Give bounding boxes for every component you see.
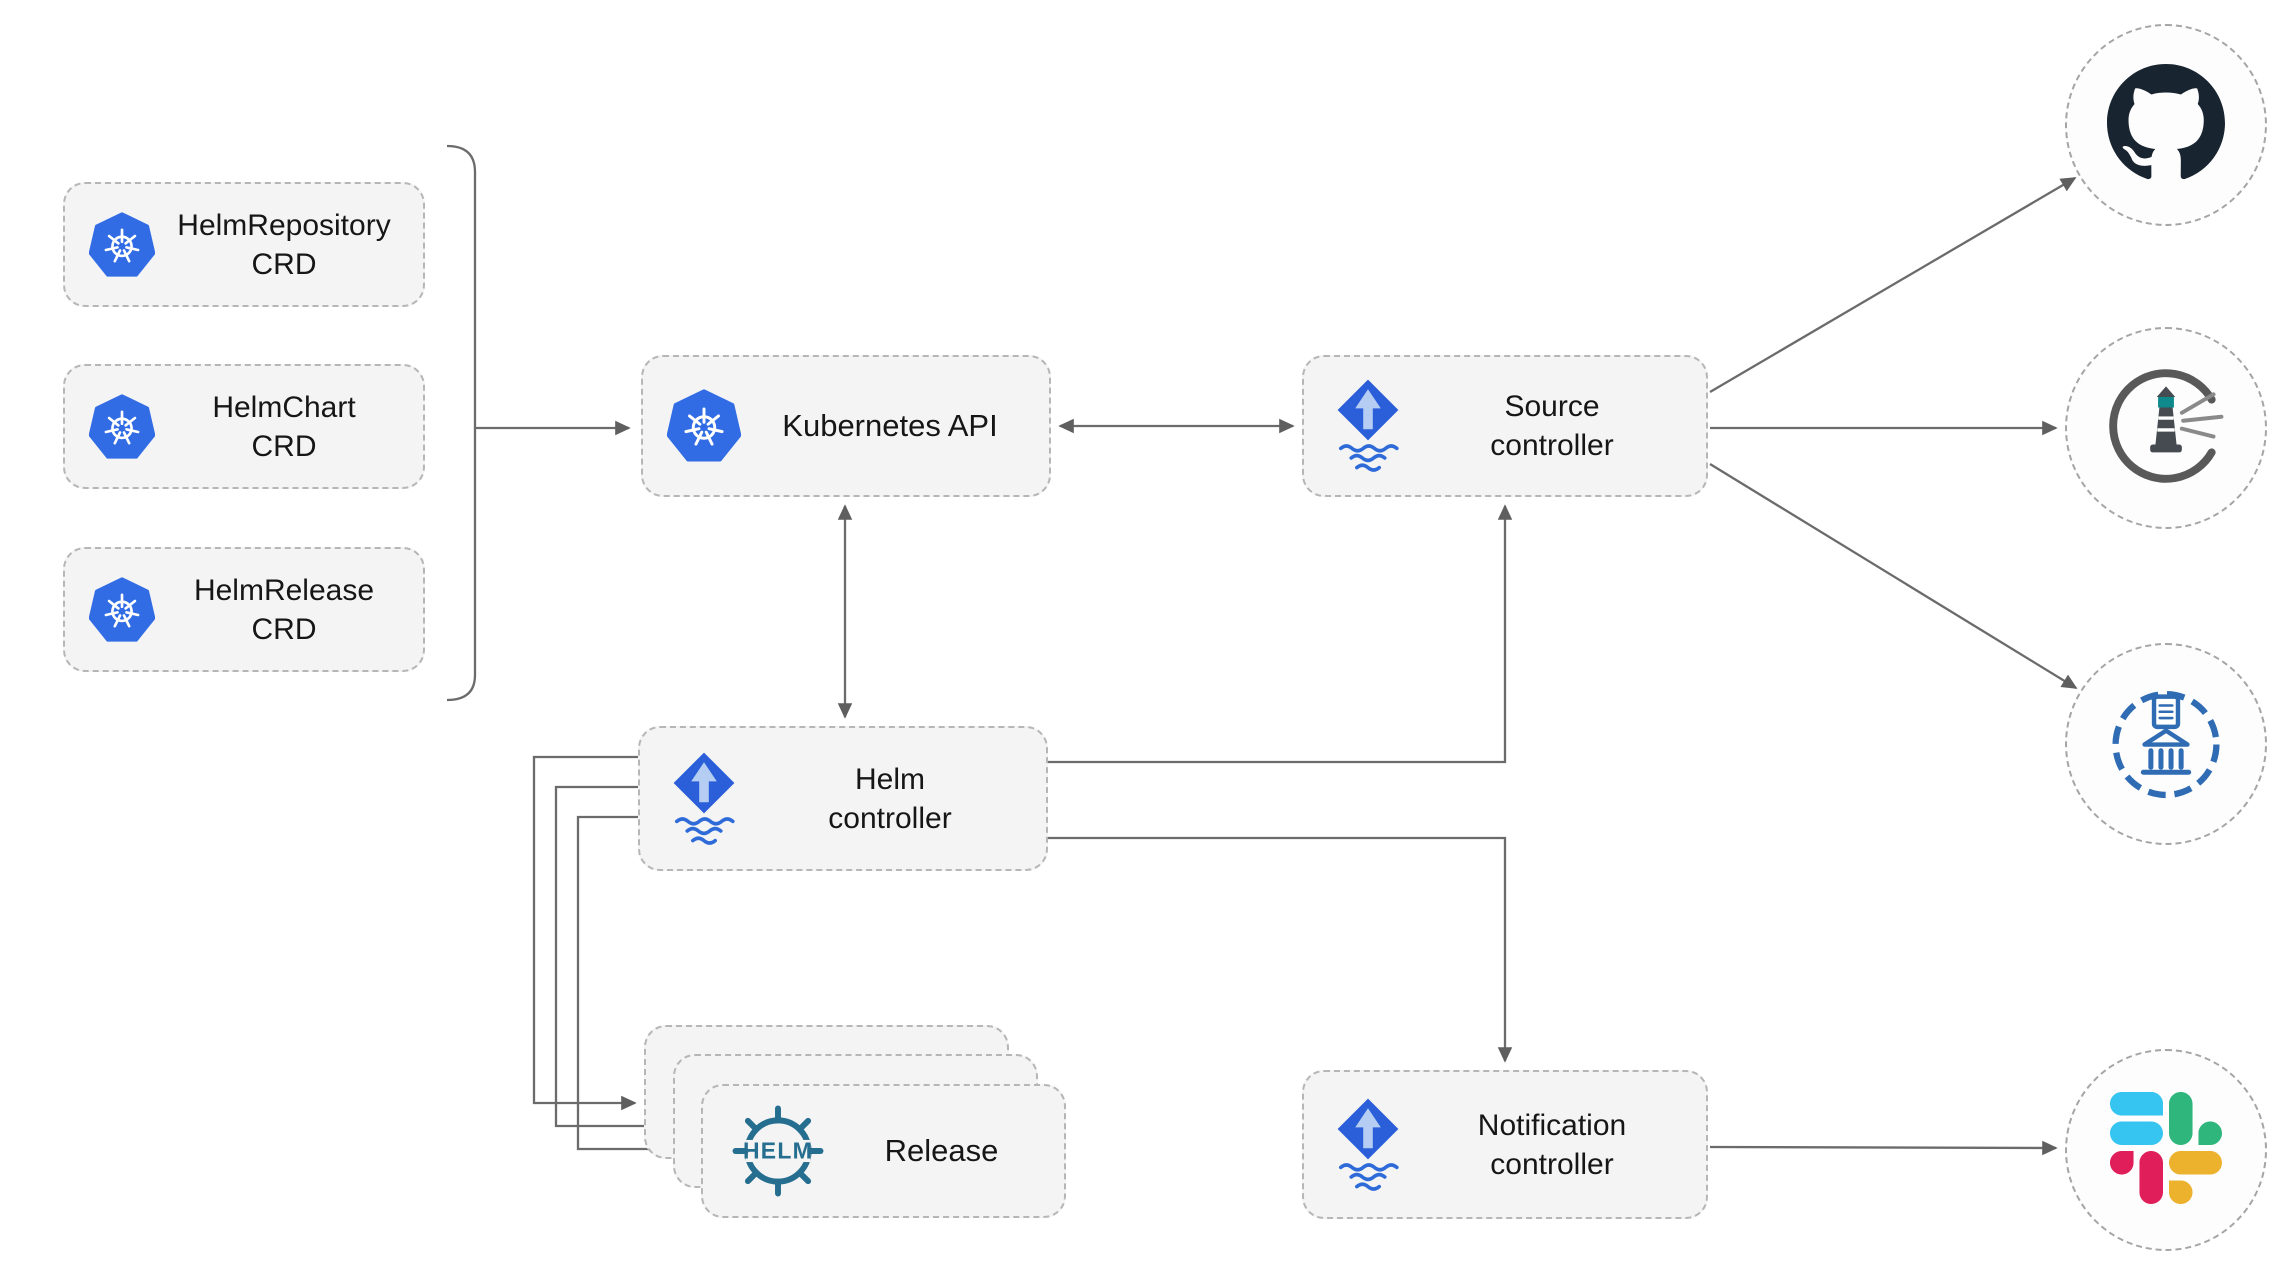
endpoint-chartmuseum — [2065, 643, 2267, 845]
chartmuseum-icon — [2103, 679, 2229, 810]
endpoint-harbor — [2065, 327, 2267, 529]
flux-icon — [1328, 1097, 1408, 1193]
label-line: HelmRepository — [177, 208, 391, 242]
edge-helm-controller-notification-controller — [1048, 836, 1513, 1063]
edge-helm-controller-release-1 — [532, 755, 638, 1111]
label-line: Source — [1504, 390, 1600, 423]
edge-helm-controller-release-2 — [554, 785, 664, 1134]
label-line: controller — [1490, 429, 1614, 462]
edge-notification-controller-slack — [1709, 1140, 2058, 1156]
label-line: CRD — [251, 247, 317, 281]
node-helmrepository-crd: HelmRepository CRD — [63, 182, 425, 307]
endpoint-slack — [2065, 1049, 2267, 1251]
flux-icon — [1328, 378, 1408, 474]
helm-icon: HELM — [727, 1100, 829, 1202]
node-label: Source controller — [1422, 387, 1682, 465]
label-line: Notification — [1477, 1108, 1627, 1142]
edge-helm-controller-release-3 — [576, 815, 694, 1157]
kubernetes-icon — [89, 212, 155, 278]
node-label: HelmRelease CRD — [169, 571, 399, 649]
label-line: Helm — [854, 762, 925, 796]
kubernetes-icon — [89, 577, 155, 643]
edge-source-controller-chartmuseum — [1709, 463, 2078, 689]
node-label: Helm controller — [758, 760, 1022, 838]
node-label: Notification controller — [1422, 1106, 1682, 1184]
slack-icon — [2110, 1092, 2222, 1209]
node-kubernetes-api: Kubernetes API — [641, 355, 1051, 497]
node-label: HelmChart CRD — [169, 388, 399, 466]
label-line: CRD — [251, 429, 317, 463]
helm-wordmark: HELM — [743, 1138, 813, 1164]
node-notification-controller: Notification controller — [1302, 1070, 1708, 1219]
harbor-icon — [2100, 360, 2232, 497]
label-line: HelmChart — [212, 390, 356, 424]
flux-icon — [664, 751, 744, 847]
edge-helm-controller-source-controller — [1048, 504, 1513, 764]
label-line: HelmRelease — [193, 573, 375, 607]
endpoint-github — [2065, 24, 2267, 226]
node-label: Release — [884, 1132, 999, 1168]
node-helmchart-crd: HelmChart CRD — [63, 364, 425, 489]
crd-group-bracket — [446, 144, 477, 702]
node-source-controller: Source controller — [1302, 355, 1708, 497]
node-label: Kubernetes API — [782, 407, 998, 443]
edge-source-controller-github — [1709, 177, 2077, 393]
node-helmrelease-crd: HelmRelease CRD — [63, 547, 425, 672]
github-icon — [2107, 64, 2225, 187]
node-label: HelmRepository CRD — [169, 206, 399, 284]
node-release: HELM Release — [701, 1084, 1066, 1218]
label-line: CRD — [251, 612, 317, 646]
kubernetes-icon — [89, 394, 155, 460]
label-line: controller — [1490, 1147, 1614, 1181]
label-line: controller — [828, 801, 952, 835]
kubernetes-icon — [667, 389, 741, 463]
node-helm-controller: Helm controller — [638, 726, 1048, 871]
